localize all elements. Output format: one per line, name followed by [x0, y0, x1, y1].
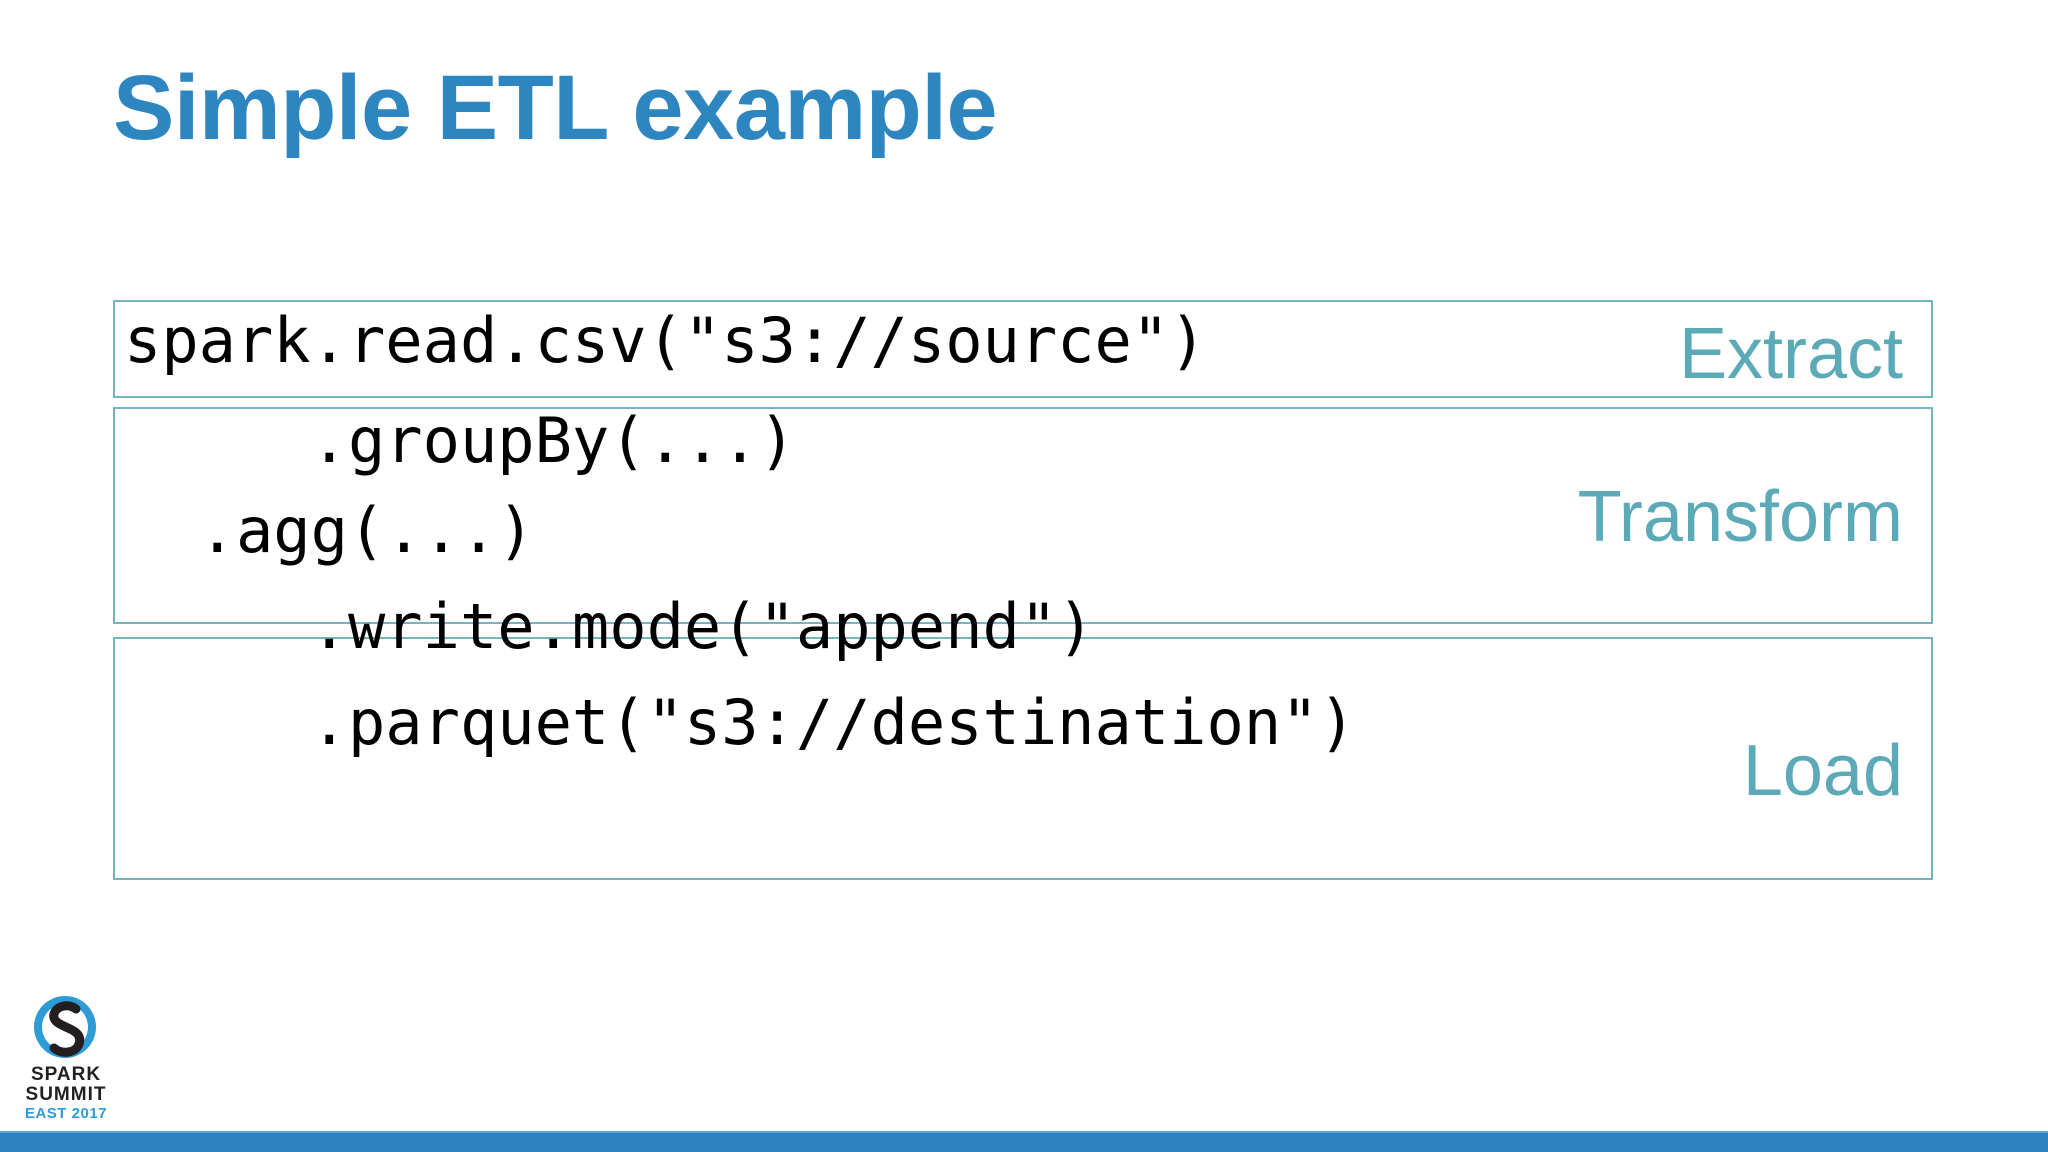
footer-accent-bar [0, 1133, 2048, 1152]
spark-summit-logo: SPARK SUMMIT EAST 2017 [18, 984, 114, 1121]
code-line: .agg(...) [124, 494, 535, 567]
code-line: spark.read.csv("s3://source") [124, 304, 1207, 377]
logo-text-summit: SUMMIT [25, 1083, 107, 1105]
logo-text-spark: SPARK [30, 1064, 102, 1085]
etl-stage-box-load: Load [113, 637, 1933, 880]
etl-stage-label-transform: Transform [1577, 477, 1903, 557]
code-line: .groupBy(...) [124, 404, 796, 477]
code-line: .parquet("s3://destination") [124, 686, 1356, 759]
spark-swirl-icon [22, 984, 108, 1070]
etl-stage-label-load: Load [1742, 731, 1903, 811]
etl-stage-box-extract: Extract [113, 300, 1933, 398]
footer-hairline [0, 1131, 2048, 1133]
etl-stage-box-transform: Transform [113, 407, 1933, 624]
page-title: Simple ETL example [113, 57, 998, 159]
etl-stage-label-extract: Extract [1678, 314, 1903, 394]
logo-text-east-2017: EAST 2017 [24, 1104, 108, 1122]
logo-s-glyph [49, 1001, 85, 1057]
code-line: .write.mode("append") [124, 590, 1095, 663]
